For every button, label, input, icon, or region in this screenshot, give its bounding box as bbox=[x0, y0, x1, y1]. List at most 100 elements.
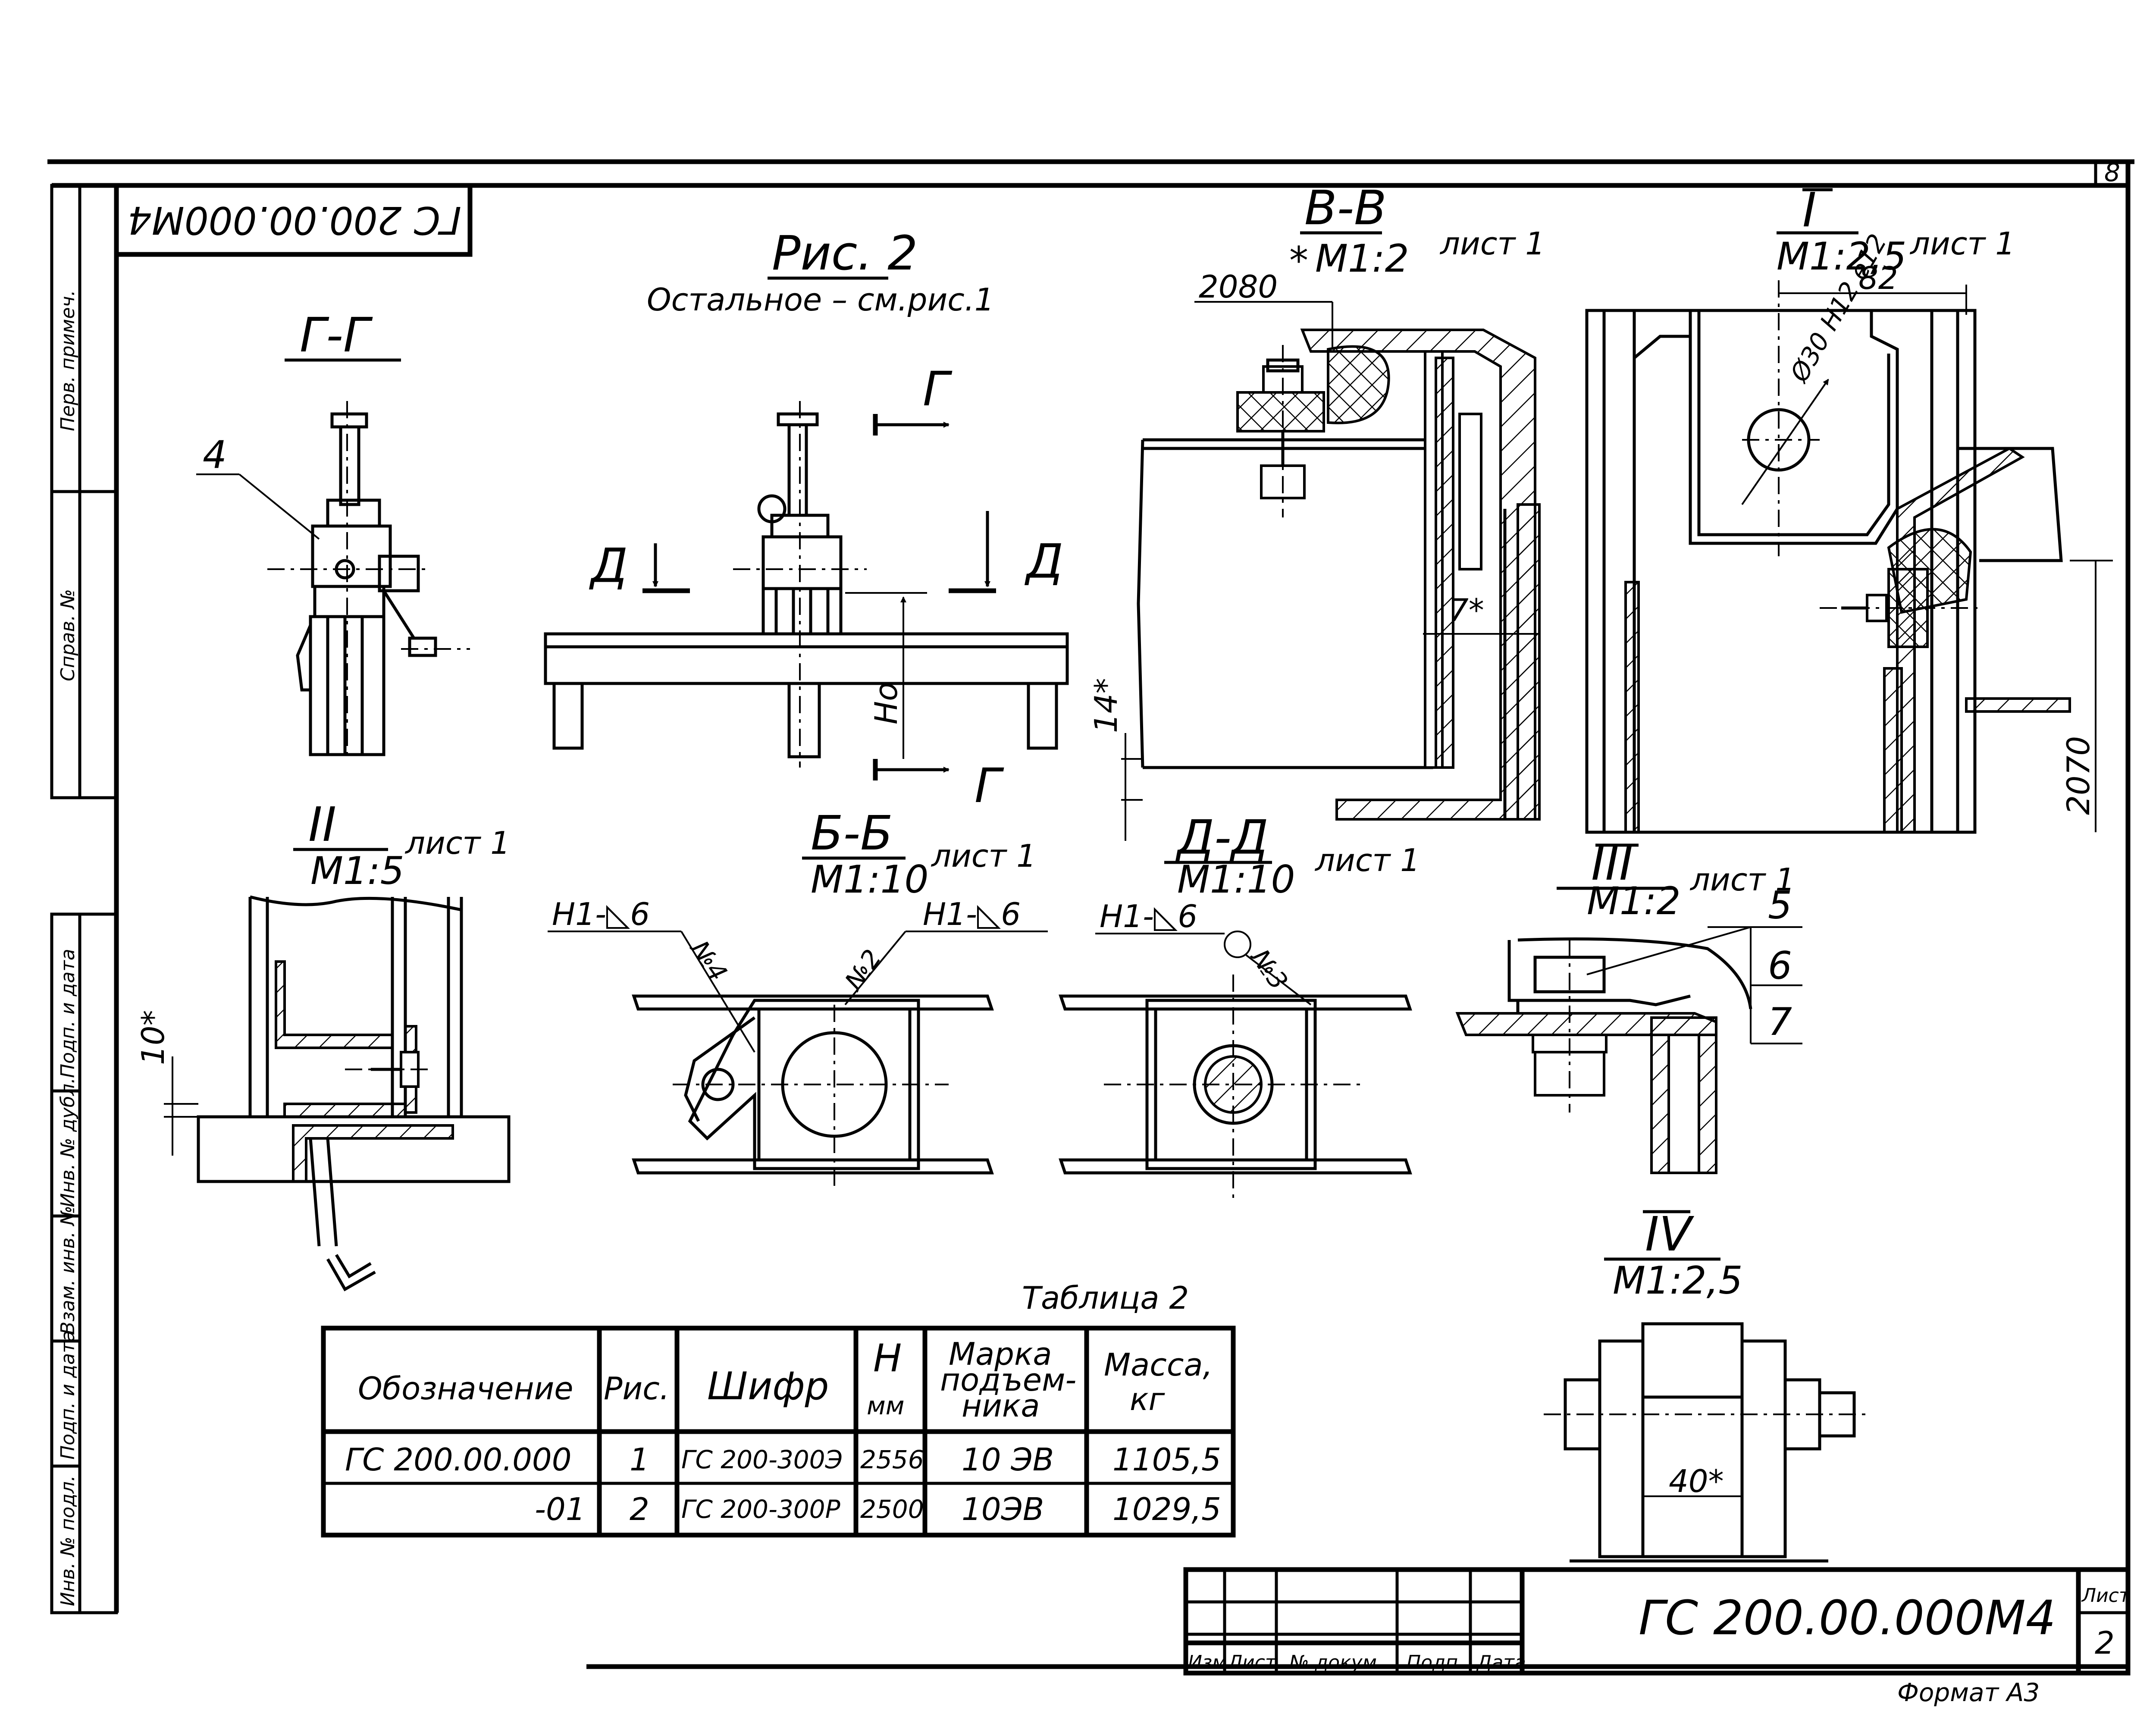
table-cell-r1-c4: 2556 bbox=[860, 1445, 924, 1474]
table-cell-r2-c3: ГС 200-300Р bbox=[681, 1495, 840, 1524]
view-vv-star: * bbox=[1289, 238, 1308, 283]
margin-label-podp2: Подп. и дата bbox=[57, 1330, 79, 1460]
table-cell-r2-c4: 2500 bbox=[860, 1495, 924, 1524]
table-cell-r1-c1: ГС 200.00.000 bbox=[345, 1442, 572, 1478]
title-block bbox=[1183, 1567, 2131, 1676]
margin-label-vzam: Взам. инв. № bbox=[57, 1206, 79, 1335]
title-sheet-label: Лист bbox=[2081, 1585, 2131, 1607]
title-col-data: Дата bbox=[1476, 1652, 1526, 1673]
title-designation: ГС 200.00.000М4 bbox=[1639, 1590, 2056, 1645]
dim-2070: 2070 bbox=[2060, 736, 2096, 815]
view-bb bbox=[548, 856, 1048, 1186]
table-header-massa-1: Масса, bbox=[1104, 1347, 1213, 1383]
left-margin-strip bbox=[50, 184, 118, 1614]
section-d-right: Д bbox=[1024, 534, 1063, 589]
margin-label-inv-dubl: Инв. № дубл. bbox=[57, 1078, 79, 1207]
view-vv-title: В-В bbox=[1304, 180, 1387, 235]
table-header-code: Шифр bbox=[707, 1364, 829, 1408]
view-four-scale: М1:2,5 bbox=[1613, 1258, 1743, 1303]
table-cell-r2-c5: 10ЭВ bbox=[962, 1491, 1044, 1527]
table-cell-r2-c2: 2 bbox=[630, 1491, 649, 1527]
dim-2080: 2080 bbox=[1199, 269, 1278, 305]
table-cell-r1-c6: 1105,5 bbox=[1112, 1442, 1221, 1478]
view-vv-sheet: лист 1 bbox=[1439, 226, 1545, 262]
view-one-scale: М1:2,5 bbox=[1777, 234, 1907, 279]
view-bb-scale: М1:10 bbox=[811, 857, 929, 902]
view-dd-scale: М1:10 bbox=[1177, 857, 1295, 902]
callout-5: 5 bbox=[1768, 883, 1792, 928]
margin-label-sprav: Справ. № bbox=[57, 589, 79, 681]
table-header-designation: Обозначение bbox=[358, 1370, 573, 1407]
view-three-scale: М1:2 bbox=[1587, 879, 1681, 923]
view-two-scale: М1:5 bbox=[310, 849, 404, 893]
table-cell-r1-c3: ГС 200-300Э bbox=[681, 1445, 843, 1474]
figure-title: Рис. 2 bbox=[772, 226, 918, 281]
table-cell-r2-c6: 1029,5 bbox=[1112, 1491, 1221, 1527]
rotated-code-box bbox=[114, 183, 473, 257]
table-header-fig: Рис. bbox=[604, 1370, 670, 1407]
margin-label-podp1: Подп. и дата bbox=[57, 949, 79, 1078]
view-two-sheet: лист 1 bbox=[404, 825, 510, 861]
rotated-drawing-code: ГС 200.00.000М4 bbox=[128, 198, 461, 242]
section-d-left: Д bbox=[589, 538, 628, 593]
table-header-massa-2: кг bbox=[1130, 1381, 1165, 1417]
seam-label-bb-a: №4 bbox=[684, 934, 733, 987]
table-header-marka-2: подъем- bbox=[940, 1362, 1076, 1398]
weld-label-bb-a: Н1-◺6 bbox=[552, 896, 650, 932]
title-col-izm: Изм bbox=[1188, 1652, 1227, 1673]
margin-label-perv: Перв. примеч. bbox=[57, 290, 79, 431]
seam-label-bb-b: №2 bbox=[838, 944, 887, 996]
view-one bbox=[1585, 188, 2113, 834]
main-view bbox=[544, 401, 1069, 780]
section-g-bottom: Г bbox=[975, 758, 1004, 813]
figure-note: Остальное – см.рис.1 bbox=[647, 282, 994, 318]
view-three bbox=[1455, 843, 1802, 1174]
dim-7: 7* bbox=[1449, 592, 1484, 628]
weld-label-bb-b: Н1-◺6 bbox=[923, 896, 1021, 932]
view-vv bbox=[1121, 231, 1541, 841]
view-three-title: III bbox=[1591, 836, 1633, 891]
dim-82: 82 bbox=[1858, 260, 1898, 296]
table-header-h: Н bbox=[873, 1336, 902, 1380]
view-dd bbox=[1059, 861, 1412, 1199]
view-bb-sheet: лист 1 bbox=[931, 838, 1036, 874]
view-four-title: IV bbox=[1645, 1207, 1694, 1262]
title-col-list: Лист bbox=[1227, 1652, 1277, 1673]
view-three-sheet: лист 1 bbox=[1689, 862, 1795, 898]
view-gg bbox=[196, 358, 470, 759]
callout-7: 7 bbox=[1768, 1000, 1792, 1044]
weld-label-dd: Н1-◺6 bbox=[1100, 898, 1197, 934]
table-header-marka-1: Марка bbox=[949, 1336, 1052, 1372]
view-two bbox=[164, 848, 511, 1291]
view-bb-title: Б-Б bbox=[811, 805, 893, 861]
view-gg-title: Г-Г bbox=[300, 307, 373, 363]
table-header-mm: мм bbox=[867, 1391, 905, 1420]
dim-14: 14* bbox=[1088, 678, 1124, 733]
sheet-number-corner: 8 bbox=[2104, 158, 2120, 187]
callout-6: 6 bbox=[1768, 943, 1792, 988]
view-gg-callout: 4 bbox=[203, 432, 227, 477]
title-col-doc: № докум. bbox=[1288, 1652, 1383, 1673]
table-cell-r1-c2: 1 bbox=[630, 1442, 649, 1478]
view-vv-scale: М1:2 bbox=[1315, 236, 1409, 281]
margin-label-inv-podl: Инв. № подл. bbox=[57, 1475, 79, 1606]
table-cell-r2-c1: -01 bbox=[535, 1491, 586, 1527]
view-two-title: II bbox=[308, 797, 336, 852]
seam-label-dd: №3 bbox=[1245, 943, 1294, 995]
table-caption: Таблица 2 bbox=[1022, 1280, 1189, 1316]
view-one-title: I bbox=[1802, 182, 1816, 238]
view-one-sheet: лист 1 bbox=[1909, 226, 2015, 262]
view-dd-sheet: лист 1 bbox=[1314, 842, 1420, 878]
view-dd-title: Д-Д bbox=[1175, 810, 1269, 865]
table-2 bbox=[321, 1326, 1236, 1538]
title-sheet-number: 2 bbox=[2095, 1625, 2115, 1661]
dim-40: 40* bbox=[1669, 1463, 1724, 1499]
format-label: Формат А3 bbox=[1897, 1678, 2040, 1707]
title-col-podp: Подп. bbox=[1407, 1652, 1464, 1673]
dim-10: 10* bbox=[135, 1010, 171, 1065]
table-header-marka-3: ника bbox=[962, 1388, 1040, 1424]
view-four bbox=[1544, 1210, 1871, 1563]
section-g-top: Г bbox=[923, 361, 953, 417]
table-cell-r1-c5: 10 ЭВ bbox=[962, 1442, 1054, 1478]
